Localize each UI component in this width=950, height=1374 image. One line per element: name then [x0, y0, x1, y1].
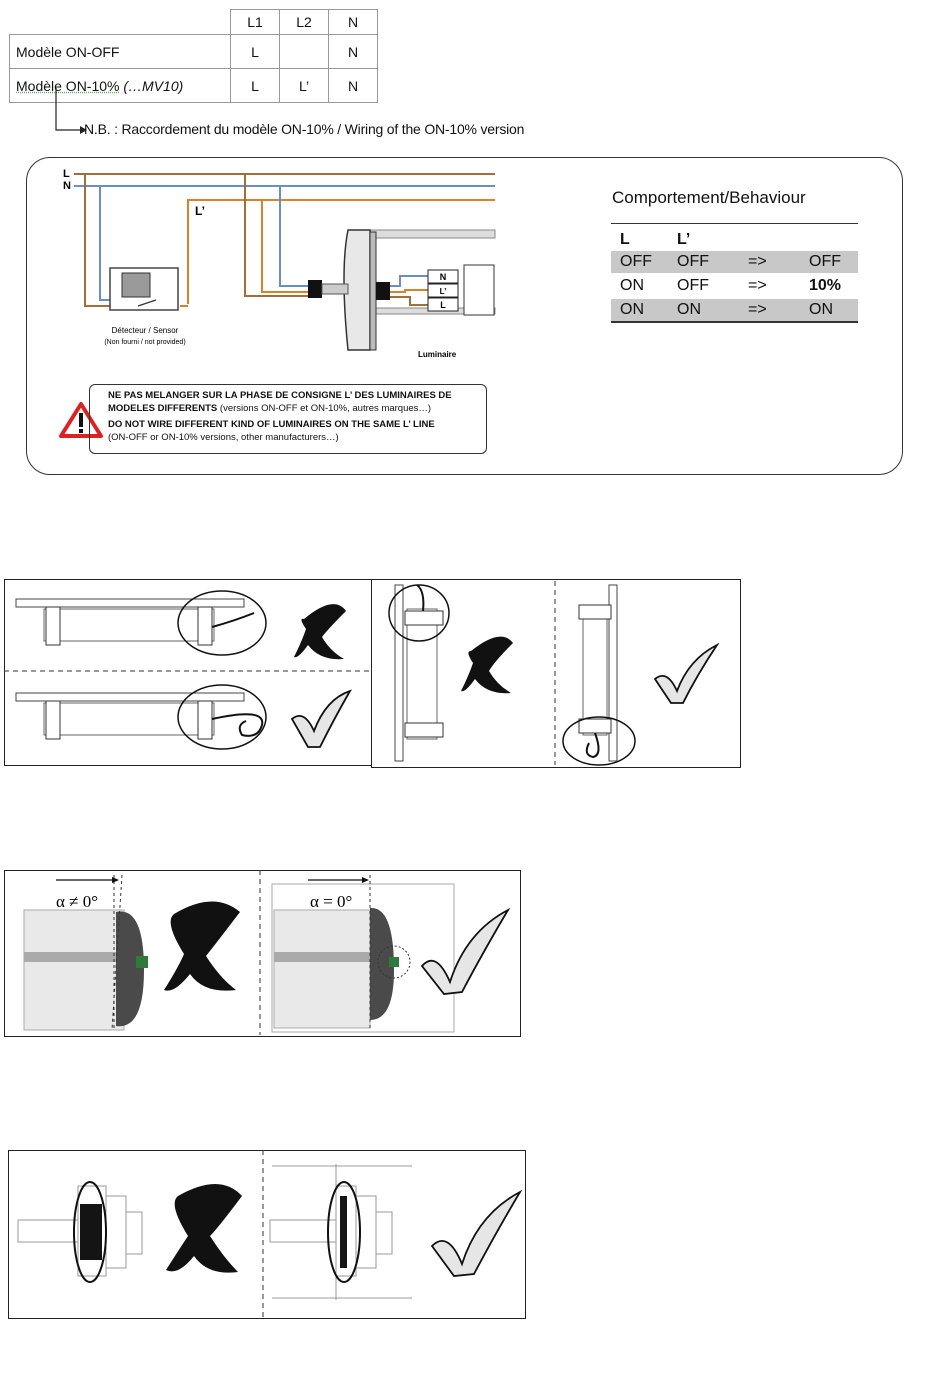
warning-en-bold: DO NOT WIRE DIFFERENT KIND OF LUMINAIRES… — [108, 419, 435, 430]
check-icon — [653, 642, 720, 704]
cell-l1: L — [230, 34, 280, 69]
header-lprime: L’ — [677, 231, 691, 248]
warning-fr-normal: (versions ON-OFF et ON-10%, autres marqu… — [217, 403, 432, 414]
behaviour-row: ON ON => ON — [611, 299, 858, 321]
line-label-lprime: L’ — [195, 204, 205, 218]
table-row: Modèle ON-10% (…MV10) L L’ N — [9, 68, 378, 103]
cell-lprime: OFF — [677, 253, 709, 270]
wiring-note: N.B. : Raccordement du modèle ON-10% / W… — [84, 121, 525, 137]
header-l2: L2 — [279, 9, 329, 35]
model-suffix: (…MV10) — [119, 77, 184, 94]
cable-horizontal-illustration — [4, 590, 372, 750]
cross-icon — [294, 604, 346, 660]
behaviour-title: Comportement/Behaviour — [612, 188, 806, 207]
gland-illustration — [17, 1150, 523, 1317]
models-table-header: L1 L2 N — [10, 9, 378, 35]
header-l1: L1 — [230, 9, 280, 35]
behaviour-rule — [611, 223, 858, 224]
cell-l2: L’ — [279, 68, 329, 103]
angle-label-right: α = 0° — [310, 892, 352, 911]
cross-icon — [166, 1184, 242, 1273]
cell-l: ON — [620, 277, 644, 294]
wiring-diagram-box — [26, 157, 903, 475]
line-label-l: L — [63, 168, 70, 180]
angle-label-wrong: α ≠ 0° — [56, 892, 98, 911]
angle-illustration: α ≠ 0° α = 0° — [23, 870, 511, 1035]
cell-l1: L — [230, 68, 280, 103]
sensor-label: Détecteur / Sensor — [112, 326, 179, 335]
cell-result: ON — [809, 301, 833, 318]
cross-icon — [461, 636, 513, 694]
line-label-n: N — [63, 180, 71, 192]
warning-en-normal: (ON-OFF or ON-10% versions, other manufa… — [108, 432, 339, 443]
check-icon — [420, 907, 511, 995]
cable-vertical-illustration — [388, 581, 720, 766]
behaviour-row: OFF OFF => OFF — [611, 251, 858, 273]
cell-result: 10% — [809, 277, 842, 294]
note-arrow-icon — [55, 88, 87, 134]
sensor-sublabel: (Non fourni / not provided) — [104, 339, 185, 346]
behaviour-header: L L’ — [611, 229, 858, 249]
luminaire-label: Luminaire — [418, 350, 457, 359]
terminal-n: N — [440, 272, 447, 282]
cell-lprime: OFF — [677, 277, 709, 294]
cell-l2 — [279, 34, 329, 69]
cell-arrow: => — [748, 277, 767, 294]
cell-l: ON — [620, 301, 644, 318]
models-table: L1 L2 N Modèle ON-OFF L N Modèle ON-10% … — [9, 9, 378, 103]
model-label: Modèle ON-OFF — [16, 43, 120, 60]
cross-icon — [164, 901, 240, 991]
cell-n: N — [328, 68, 378, 103]
cell-n: N — [328, 34, 378, 69]
terminal-lprime: L’ — [440, 287, 447, 296]
behaviour-bottom-rule — [611, 321, 858, 323]
terminal-l: L — [440, 300, 446, 310]
header-l: L — [620, 231, 630, 248]
wiring-diagram: L N L’ Détecteur / Sensor (Non fourni / … — [63, 168, 496, 359]
behaviour-row: ON OFF => 10% — [611, 275, 858, 297]
table-row: Modèle ON-OFF L N — [9, 34, 378, 69]
cell-arrow: => — [748, 301, 767, 318]
warning-triangle-icon — [59, 402, 103, 438]
check-icon — [430, 1189, 523, 1277]
cell-l: OFF — [620, 253, 652, 270]
model-label: Modèle ON-10% — [16, 77, 120, 94]
check-icon — [290, 689, 352, 748]
warning-box: NE PAS MELANGER SUR LA PHASE DE CONSIGNE… — [89, 384, 487, 454]
cell-lprime: ON — [677, 301, 701, 318]
header-n: N — [328, 9, 378, 35]
cell-arrow: => — [748, 253, 767, 270]
cell-result: OFF — [809, 253, 841, 270]
warning-fr-bold: NE PAS MELANGER SUR LA PHASE DE CONSIGNE… — [108, 390, 452, 414]
